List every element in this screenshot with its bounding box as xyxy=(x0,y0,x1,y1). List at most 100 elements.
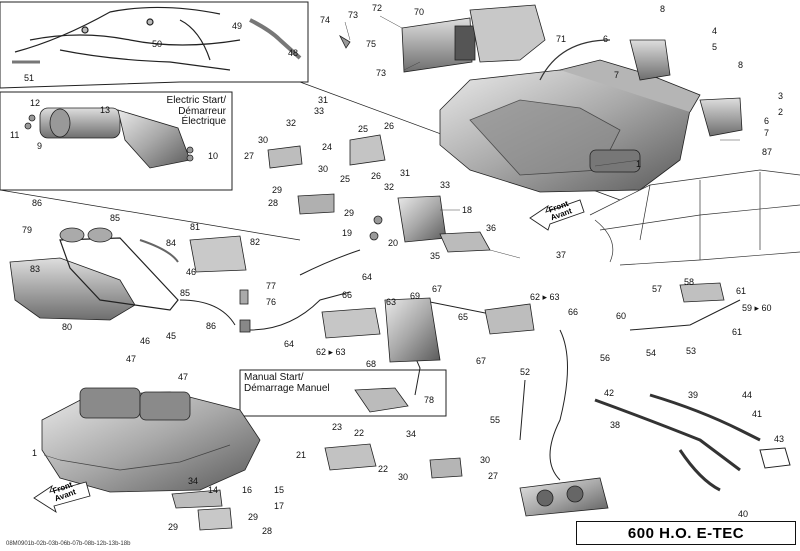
front-arrow-bottom xyxy=(33,481,91,514)
callout-number: 73 xyxy=(376,68,387,78)
callout-number: 54 xyxy=(646,348,657,358)
callout-number: 29 xyxy=(248,512,259,522)
callout-number: 85 xyxy=(110,213,121,223)
callout-number: 85 xyxy=(180,288,191,298)
callout-number: 87 xyxy=(762,147,773,157)
callout-number: 27 xyxy=(244,151,255,161)
callout-number: 33 xyxy=(314,106,325,116)
callout-number: 23 xyxy=(332,422,343,432)
callout-number: 21 xyxy=(296,450,307,460)
callout-number: 40 xyxy=(738,509,749,519)
callout-number: 20 xyxy=(388,238,399,248)
callout-number: 5 xyxy=(712,42,718,52)
callout-number: 38 xyxy=(610,420,621,430)
callout-number: 12 xyxy=(30,98,41,108)
leader-lines xyxy=(43,15,740,461)
callout-number: 86 xyxy=(206,321,217,331)
callout-number: 67 xyxy=(432,284,443,294)
callout-number: 1 xyxy=(32,448,38,458)
callout-number: 13 xyxy=(100,105,111,115)
ecm-module xyxy=(339,4,546,73)
main-engine-top xyxy=(439,39,743,193)
belt-guard-parts xyxy=(9,227,247,321)
callout-number: 29 xyxy=(168,522,179,532)
callout-number: 9 xyxy=(37,141,43,151)
hose-inset-parts xyxy=(12,6,302,71)
front-arrow-top xyxy=(529,199,585,231)
callout-number: 28 xyxy=(262,526,273,536)
callout-number: 46 xyxy=(186,267,197,277)
callout-number: 11 xyxy=(10,130,20,140)
callout-number: 26 xyxy=(371,171,382,181)
callout-number: 66 xyxy=(568,307,579,317)
callout-number: 60 xyxy=(616,311,627,321)
manual-start-part xyxy=(354,387,409,413)
callout-number: 44 xyxy=(742,390,753,400)
callout-number: 37 xyxy=(556,250,567,260)
gasket-43 xyxy=(759,447,791,469)
document-reference: 08M0901b-02b-03b-06b-07b-08b-12b-13b-18b xyxy=(6,541,131,547)
model-title: 600 H.O. E-TEC xyxy=(576,521,796,545)
callout-number: 36 xyxy=(486,223,497,233)
callout-number: 39 xyxy=(688,390,699,400)
callout-number: 69 xyxy=(410,291,421,301)
callout-number: 28 xyxy=(268,198,279,208)
callout-number: 82 xyxy=(250,237,261,247)
callout-number: 73 xyxy=(348,10,359,20)
electric-start-label: Electric Start/ Démarreur Électrique xyxy=(166,95,226,127)
callout-number: 67 xyxy=(476,356,487,366)
callout-number: 84 xyxy=(166,238,177,248)
callout-number: 48 xyxy=(288,48,299,58)
lower-brackets xyxy=(171,443,463,531)
callout-number: 22 xyxy=(354,428,365,438)
callout-number: 74 xyxy=(320,15,331,25)
callout-number: 86 xyxy=(32,198,43,208)
middle-components xyxy=(267,134,491,253)
callout-number: 19 xyxy=(342,228,353,238)
callout-number: 64 xyxy=(362,272,373,282)
callout-number: 29 xyxy=(272,185,283,195)
callout-number: 10 xyxy=(208,151,219,161)
callout-number: 75 xyxy=(366,39,377,49)
callout-number: 41 xyxy=(752,409,763,419)
callout-number: 30 xyxy=(258,135,269,145)
callout-number: 34 xyxy=(188,476,199,486)
callout-number: 72 xyxy=(372,3,383,13)
module-parts-center xyxy=(239,282,725,363)
callout-number: 53 xyxy=(686,346,697,356)
callout-number: 62 ▸ 63 xyxy=(316,347,346,357)
callout-number: 17 xyxy=(274,501,285,511)
callout-number: 31 xyxy=(400,168,411,178)
callout-number: 42 xyxy=(604,388,615,398)
callout-number: 6 xyxy=(603,34,609,44)
callout-number: 68 xyxy=(366,359,377,369)
callout-number: 47 xyxy=(126,354,137,364)
callout-number: 81 xyxy=(190,222,201,232)
chassis-frame xyxy=(589,169,800,266)
main-engine-bottom xyxy=(41,387,261,493)
callout-number: 61 xyxy=(732,327,743,337)
callout-number: 8 xyxy=(660,4,666,14)
callout-number: 35 xyxy=(430,251,441,261)
callout-number: 65 xyxy=(458,312,469,322)
callout-number: 56 xyxy=(600,353,611,363)
callout-number: 4 xyxy=(712,26,718,36)
callout-number: 26 xyxy=(384,121,395,131)
callout-number: 14 xyxy=(208,485,219,495)
callout-number: 7 xyxy=(614,70,620,80)
callout-number: 63 xyxy=(386,297,397,307)
callout-number: 64 xyxy=(284,339,295,349)
callout-number: 31 xyxy=(318,95,329,105)
hoses-lower-right xyxy=(594,393,761,492)
callout-number: 18 xyxy=(462,205,473,215)
callout-number: 50 xyxy=(152,39,163,49)
callout-number: 59 ▸ 60 xyxy=(742,303,772,313)
callout-number: 51 xyxy=(24,73,35,83)
callout-number: 16 xyxy=(242,485,253,495)
callout-number: 15 xyxy=(274,485,285,495)
callout-number: 33 xyxy=(440,180,451,190)
callout-number: 1 xyxy=(636,159,642,169)
callout-number: 52 xyxy=(520,367,531,377)
callout-number: 34 xyxy=(406,429,417,439)
